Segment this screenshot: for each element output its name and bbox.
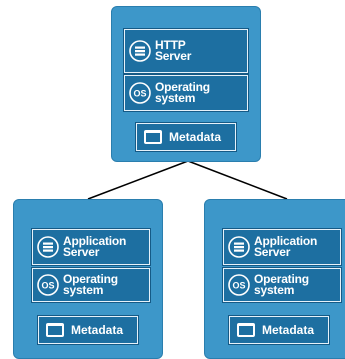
os-icon: OS <box>37 274 59 296</box>
tier-http-server: HTTP Server <box>123 28 249 74</box>
tier-label: Operating system <box>63 272 118 297</box>
metadata-label: Metadata <box>71 323 124 337</box>
metadata-label: Metadata <box>262 323 315 337</box>
server-rack-icon <box>228 236 250 258</box>
connector-right <box>187 160 288 200</box>
window-icon <box>46 323 64 337</box>
tier-application-server: Application Server <box>31 228 151 266</box>
window-icon <box>237 323 255 337</box>
node-app-right: Application Server OS Operating system M… <box>204 199 345 359</box>
metadata-box: Metadata <box>37 315 139 345</box>
os-icon: OS <box>228 274 250 296</box>
tier-label: HTTP Server <box>155 38 192 63</box>
node-app-left: Application Server OS Operating system M… <box>13 199 163 359</box>
server-rack-icon <box>37 236 59 258</box>
node-http: HTTP Server OS Operating system Metadata <box>111 6 261 162</box>
tier-operating-system: OS Operating system <box>222 267 342 303</box>
tier-label: Operating system <box>155 80 210 105</box>
tier-label: Application Server <box>254 234 318 259</box>
tier-label: Application Server <box>63 234 127 259</box>
tier-label: Operating system <box>254 272 309 297</box>
connector-left <box>87 160 189 200</box>
tier-operating-system: OS Operating system <box>31 267 151 303</box>
window-icon <box>144 130 162 144</box>
svg-text:OS: OS <box>41 281 54 291</box>
metadata-box: Metadata <box>135 122 237 152</box>
server-rack-icon <box>129 40 151 62</box>
metadata-box: Metadata <box>228 315 330 345</box>
tier-application-server: Application Server <box>222 228 342 266</box>
svg-text:OS: OS <box>133 89 146 99</box>
tier-operating-system: OS Operating system <box>123 74 249 112</box>
metadata-label: Metadata <box>169 130 222 144</box>
svg-text:OS: OS <box>232 281 245 291</box>
os-icon: OS <box>129 82 151 104</box>
